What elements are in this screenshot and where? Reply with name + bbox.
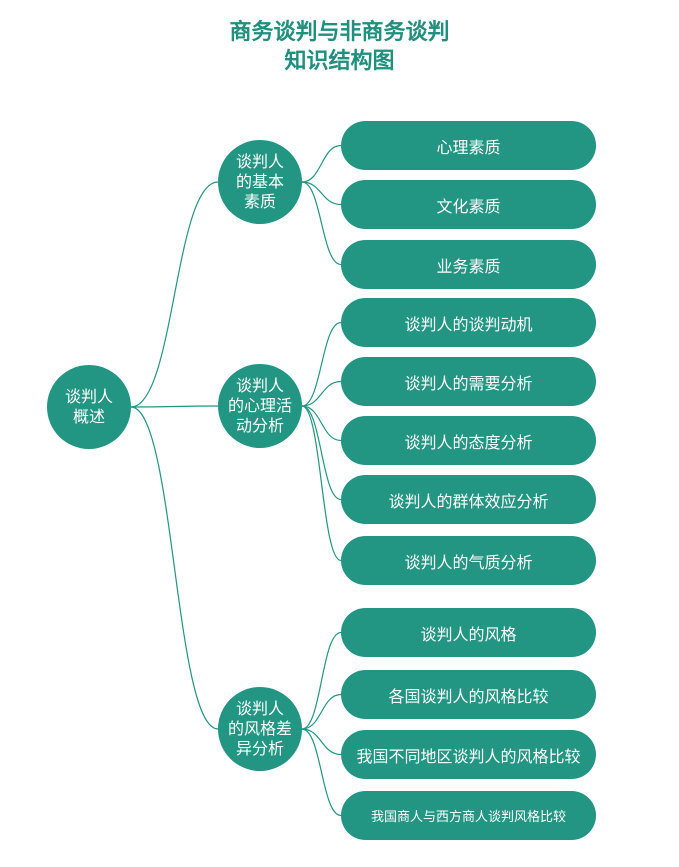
connector-curve xyxy=(301,728,342,756)
leaf-node: 我国商人与西方商人谈判风格比较 xyxy=(341,791,596,840)
root-node: 谈判人 概述 xyxy=(47,365,131,449)
diagram-title-line1: 商务谈判与非商务谈判 xyxy=(229,20,450,45)
leaf-node: 谈判人的谈判动机 xyxy=(341,298,596,347)
leaf-node: 文化素质 xyxy=(341,180,596,229)
leaf-node: 各国谈判人的风格比较 xyxy=(341,670,596,719)
connector-curve xyxy=(130,406,219,730)
leaf-node: 谈判人的气质分析 xyxy=(341,536,596,585)
connector-curve xyxy=(301,631,342,730)
branch-node-psychology-analysis: 谈判人 的心理活 动分析 xyxy=(218,364,302,448)
leaf-node: 谈判人的风格 xyxy=(341,608,596,657)
connector-curve xyxy=(301,380,342,407)
connector-curve xyxy=(301,693,342,730)
connector-curve xyxy=(301,181,342,206)
leaf-node: 业务素质 xyxy=(341,240,596,289)
connector-curve xyxy=(301,405,342,562)
branch-node-basic-qualities: 谈判人 的基本 素质 xyxy=(218,140,302,224)
leaf-node: 我国不同地区谈判人的风格比较 xyxy=(341,730,596,779)
branch-node-style-differences: 谈判人 的风格差 异分析 xyxy=(218,687,302,771)
connector-curve xyxy=(301,144,342,183)
leaf-node: 谈判人的群体效应分析 xyxy=(341,475,596,524)
diagram-title-line2: 知识结构图 xyxy=(284,49,395,74)
leaf-node: 谈判人的态度分析 xyxy=(341,416,596,465)
connector-curve xyxy=(130,181,219,408)
connector-curve xyxy=(301,321,342,407)
connector-curve xyxy=(301,728,342,817)
connector-curve xyxy=(301,405,342,501)
connector-curve xyxy=(301,405,342,442)
connector-curve xyxy=(130,405,219,408)
leaf-node: 谈判人的需要分析 xyxy=(341,357,596,406)
connector-curve xyxy=(301,181,342,266)
leaf-node: 心理素质 xyxy=(341,121,596,170)
